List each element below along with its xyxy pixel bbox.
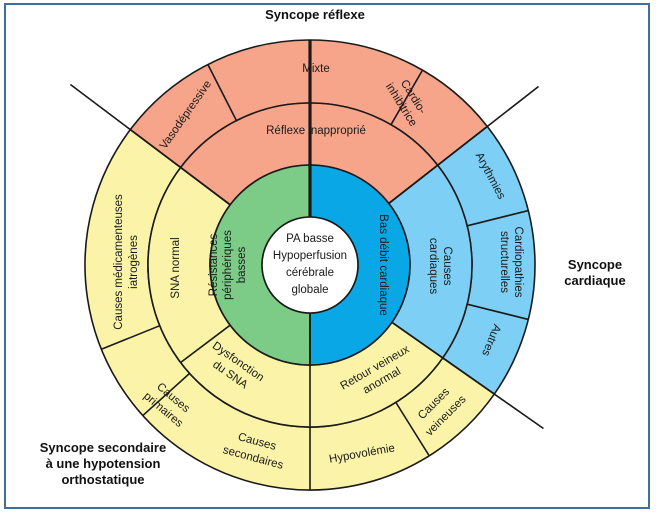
middle-reflex-text: Réflexe inapproprié: [266, 125, 366, 137]
middle-cardiac-text-2: cardiaques: [427, 238, 439, 295]
title-syncope-reflexe: Syncope réflexe: [265, 7, 365, 22]
divider-outer-secondaires-primaires: [142, 372, 191, 417]
title-ortho-line2: à une hypotension: [45, 456, 161, 471]
middle-snanormal-text: SNA normal: [170, 237, 182, 298]
center-disc: [261, 216, 359, 314]
divider-outer-primaires-medic: [101, 324, 161, 351]
title-ortho-line3: orthostatique: [61, 472, 145, 487]
inner-right-text: Bas débit cardiaque: [377, 214, 389, 316]
center-text-3: cérébrale: [286, 267, 334, 279]
center-text-2: Hypoperfusion: [273, 250, 347, 262]
outer-cardiopath-text-2: structurelles: [498, 231, 510, 293]
outer-medic-text-2: iatrogènes: [128, 235, 140, 289]
inner-left-text-1: Résistances: [208, 233, 220, 296]
title-cardiaque-line2: cardiaque: [564, 273, 626, 288]
divider-outer-cardiopath-autres: [466, 303, 529, 321]
figure-frame: [4, 3, 650, 509]
inner-left-text-3: basses: [236, 247, 248, 284]
outer-cardiopath-text-1: Cardiopathies: [512, 227, 524, 298]
divider-middle-sna: [180, 324, 231, 364]
title-cardiaque-line1: Syncope: [567, 257, 623, 272]
title-ortho-line1: Syncope secondaire: [39, 440, 167, 455]
divider-reflex-ortho: [69, 83, 231, 206]
divider-outer-veineuses-hypovol: [395, 401, 430, 457]
center-text-4: globale: [291, 284, 328, 296]
middle-cardiac-text-1: Causes: [441, 247, 453, 286]
divider-outer-aryth-cardiopath: [466, 209, 529, 227]
divider-reflex-cardiac: [388, 85, 540, 205]
title-syncope-cardiaque: Syncope cardiaque: [540, 257, 650, 289]
center-text-1: PA basse: [286, 233, 334, 245]
outer-medic-text-1: Causes médicamenteuses: [113, 194, 125, 330]
divider-outer-vaso-mixte: [207, 64, 238, 122]
title-syncope-orthostatique: Syncope secondaire à une hypotension ort…: [8, 440, 198, 488]
inner-left-text-2: périphériques: [222, 230, 234, 300]
divider-outer-mixte-cardio: [390, 69, 424, 126]
divider-cardiac-ortho: [391, 321, 544, 430]
outer-mixte-text: Mixte: [302, 63, 329, 75]
